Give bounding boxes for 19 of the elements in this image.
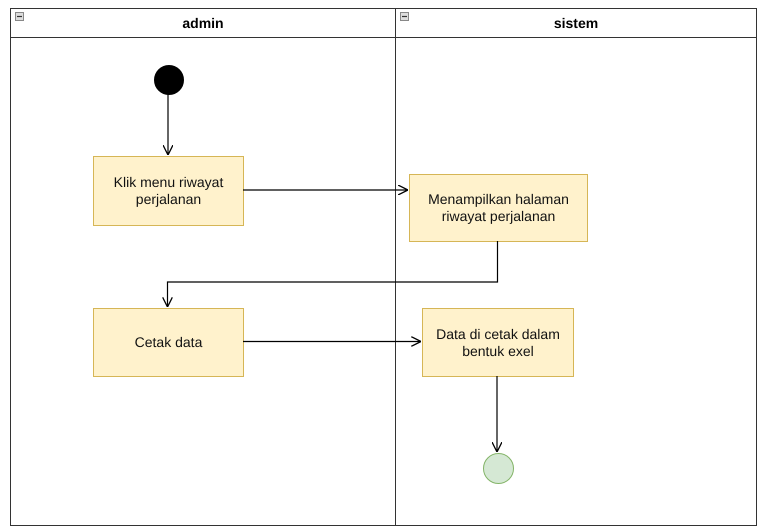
arrow <box>162 94 174 156</box>
lane-title: admin <box>182 15 224 31</box>
action-box <box>422 308 574 377</box>
arrow <box>243 336 422 348</box>
arrow <box>243 184 409 196</box>
arrow <box>162 241 498 308</box>
action-text: Cetak data <box>134 334 204 351</box>
swimlane <box>395 8 757 526</box>
lane-title: sistem <box>554 15 598 31</box>
end-node <box>483 453 514 484</box>
action-box <box>93 156 244 226</box>
start-node <box>154 65 184 95</box>
action-text: Menampilkan halaman riwayat perjalanan <box>427 191 570 225</box>
action-text: Data di cetak dalam bentuk exel <box>435 326 561 360</box>
action-text: Klik menu riwayat perjalanan <box>112 174 224 208</box>
arrow <box>491 376 503 453</box>
swimlane <box>10 8 396 526</box>
action-box <box>93 308 244 377</box>
action-box <box>409 174 588 242</box>
